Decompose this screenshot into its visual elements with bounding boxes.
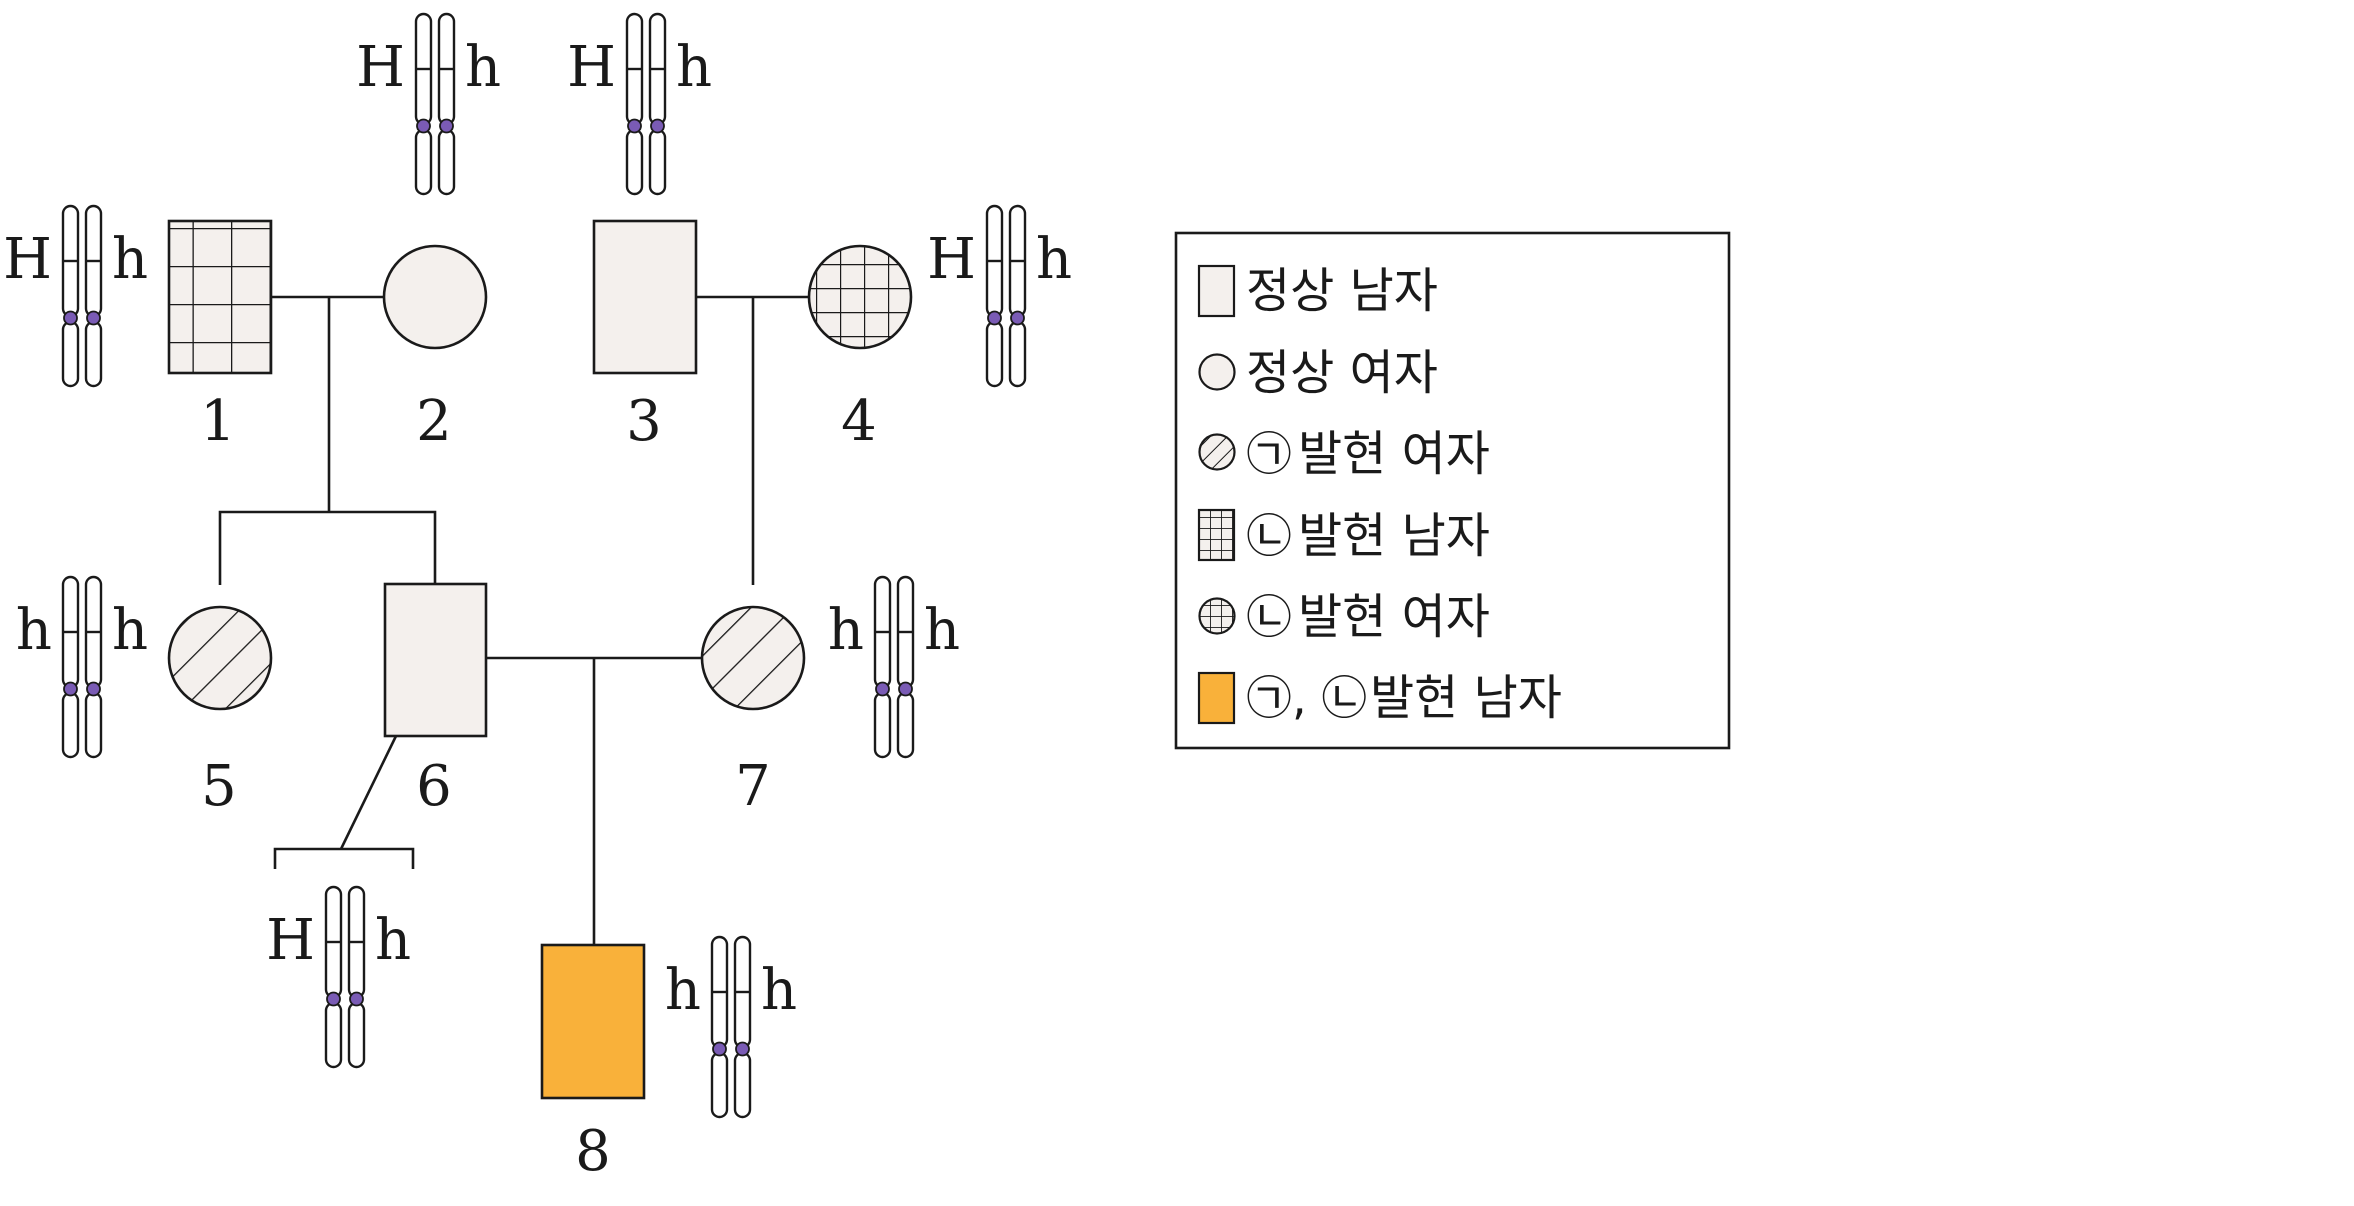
- individual-2-symbol: [382, 244, 488, 350]
- allele-left-label: H: [266, 908, 315, 973]
- centromere: [63, 310, 78, 326]
- allele-left-label: H: [3, 227, 52, 292]
- centromere: [416, 118, 431, 134]
- legend-item-3-text: 발현 여자: [1298, 426, 1490, 482]
- individual-7-label: 7: [735, 754, 771, 819]
- allele-left-label: H: [567, 35, 616, 100]
- allele-right-label: h: [761, 958, 797, 1023]
- legend-symbol-both-male: [1197, 671, 1236, 725]
- centromere: [875, 681, 890, 697]
- individual-6-label: 6: [416, 754, 452, 819]
- centromere: [898, 681, 913, 697]
- individual-3-symbol: [592, 219, 698, 375]
- individual-8-label: 8: [575, 1119, 611, 1184]
- legend-item-3-marker: ㉠: [1246, 427, 1292, 481]
- chromosome-right: [437, 12, 456, 196]
- legend-item-5-marker: ㉡: [1246, 590, 1292, 644]
- allele-right-label: h: [112, 227, 148, 292]
- legend-symbol-grid-male: [1197, 508, 1236, 562]
- chromosome-left: [61, 204, 80, 388]
- centromere: [627, 118, 642, 134]
- centromere: [1010, 310, 1025, 326]
- legend-symbol-normal-female: [1198, 353, 1236, 391]
- centromere: [86, 310, 101, 326]
- legend-box: [1174, 231, 1731, 750]
- allele-right-label: h: [375, 908, 411, 973]
- sibship-path-5-6: [218, 510, 437, 585]
- chromosome-right: [648, 12, 667, 196]
- individual-3-label: 3: [626, 389, 662, 454]
- individual-4-label: 4: [841, 389, 877, 454]
- chromosome-left: [873, 575, 892, 759]
- chromosome-right: [733, 935, 752, 1119]
- individual-7-symbol: [700, 605, 806, 711]
- centromere: [735, 1041, 750, 1057]
- allele-left-label: h: [665, 958, 701, 1023]
- gamete-bracket: [273, 847, 415, 869]
- allele-left-label: h: [828, 598, 864, 663]
- individual-5-label: 5: [201, 754, 237, 819]
- legend-symbol-hatch-female: [1198, 433, 1236, 471]
- allele-right-label: h: [924, 598, 960, 663]
- legend-item-4-text: 발현 남자: [1298, 508, 1490, 564]
- individual-4-symbol: [807, 244, 913, 350]
- chromosome-left: [625, 12, 644, 196]
- individual-6-symbol: [383, 582, 488, 738]
- relationship-lines: [218, 295, 810, 945]
- centromere: [326, 991, 341, 1007]
- legend-item-2-text: 정상 여자: [1246, 345, 1438, 401]
- individual-5-symbol: [167, 605, 273, 711]
- legend-symbol-normal-male: [1197, 264, 1236, 318]
- allele-left-label: H: [356, 35, 405, 100]
- centromere: [349, 991, 364, 1007]
- chromosome-right: [896, 575, 915, 759]
- chromosome-left: [985, 204, 1004, 388]
- centromere: [987, 310, 1002, 326]
- allele-right-label: h: [465, 35, 501, 100]
- allele-left-label: H: [927, 227, 976, 292]
- legend-item-4-marker: ㉡: [1246, 509, 1292, 563]
- individual-1-symbol: [167, 219, 273, 375]
- chromosome-left: [324, 885, 343, 1069]
- individual-2-label: 2: [416, 389, 452, 454]
- centromere: [650, 118, 665, 134]
- allele-left-label: h: [16, 598, 52, 663]
- centromere: [63, 681, 78, 697]
- individual-1-label: 1: [200, 389, 236, 454]
- chromosome-left: [710, 935, 729, 1119]
- pedigree-symbols: [167, 219, 913, 1100]
- legend-item-6-text: 발현 남자: [1370, 670, 1562, 726]
- centromere: [86, 681, 101, 697]
- legend-item-1-text: 정상 남자: [1246, 263, 1438, 319]
- chromosome-left: [414, 12, 433, 196]
- legend-item-6-marker: ㉠, ㉡: [1246, 671, 1367, 725]
- individual-labels: 1 2 3 4 5 6 7 8: [200, 389, 877, 1184]
- chromosome-right: [84, 575, 103, 759]
- gamete-line: [339, 735, 398, 850]
- allele-right-label: h: [112, 598, 148, 663]
- allele-right-label: h: [676, 35, 712, 100]
- centromere: [439, 118, 454, 134]
- chromosome-left: [61, 575, 80, 759]
- chromosome-right: [347, 885, 366, 1069]
- legend: 정상 남자 정상 여자 ㉠ 발현 여자 ㉡ 발현 남자 ㉡ 발현 여자 ㉠, ㉡…: [1174, 231, 1731, 750]
- legend-item-5-text: 발현 여자: [1298, 589, 1490, 645]
- legend-symbol-grid-female: [1198, 597, 1236, 635]
- allele-right-label: h: [1036, 227, 1072, 292]
- chromosome-right: [84, 204, 103, 388]
- centromere: [712, 1041, 727, 1057]
- individual-8-symbol: [540, 943, 646, 1100]
- chromosome-right: [1008, 204, 1027, 388]
